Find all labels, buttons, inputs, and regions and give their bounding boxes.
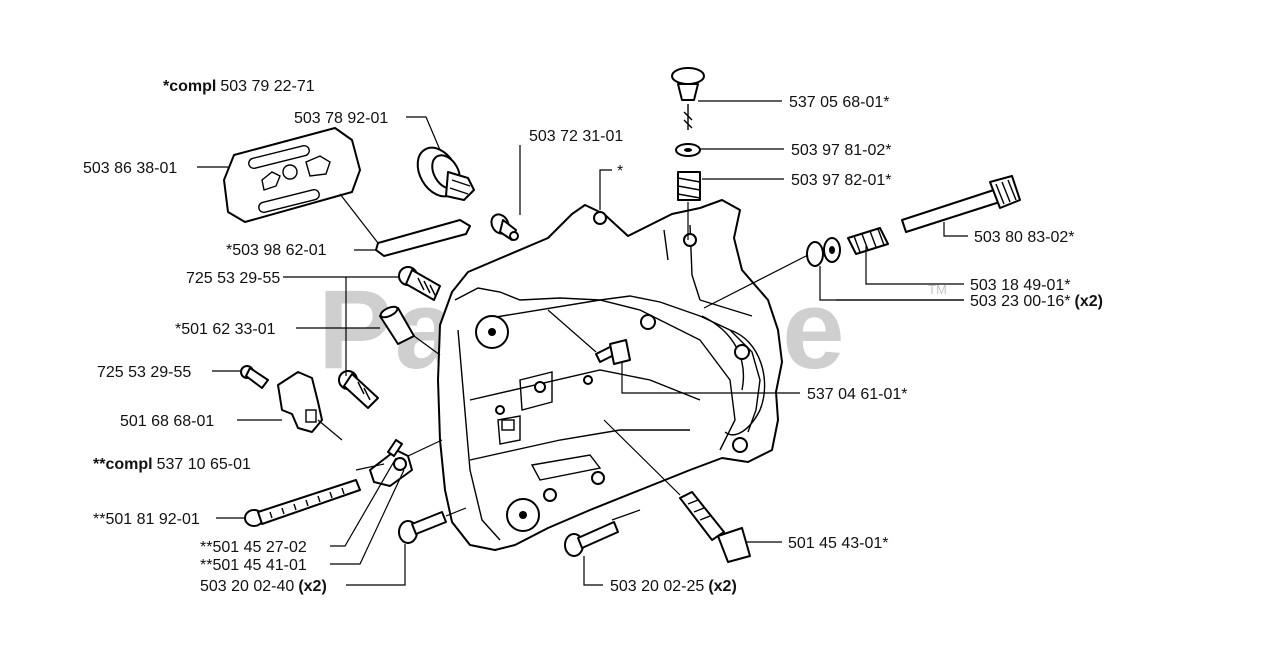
adjustment-screw-part[interactable] (679, 491, 751, 563)
adjuster-shaft-part[interactable] (901, 175, 1021, 233)
guide-plate-part[interactable] (223, 127, 361, 223)
label-501-45-43-01: 501 45 43-01* (788, 535, 889, 552)
label-503-80-83-02: 503 80 83-02* (974, 229, 1075, 246)
label-501-45-27-02: **501 45 27-02 (200, 539, 307, 556)
label-501-68-68-01: 501 68 68-01 (120, 413, 214, 430)
label-725-53-29-55-lower: 725 53 29-55 (97, 364, 191, 381)
clutch-cover-part[interactable] (437, 199, 783, 551)
watermark-trademark: TM (928, 282, 947, 297)
tensioner-slider-part[interactable] (369, 449, 413, 487)
label-503-72-31-01: 503 72 31-01 (529, 128, 623, 145)
cover-bolt-short-part[interactable] (564, 521, 619, 557)
label-501-62-33-01: *501 62 33-01 (175, 321, 276, 338)
label-503-97-81-02: 503 97 81-02* (791, 142, 892, 159)
cover-bolt-part[interactable] (398, 511, 447, 544)
bolt-upper-part[interactable] (398, 266, 441, 301)
label-503-20-02-25: 503 20 02-25(x2) (610, 578, 737, 595)
label-537-04-61-01: 537 04 61-01* (807, 386, 908, 403)
label-503-97-82-01: 503 97 82-01* (791, 172, 892, 189)
label-503-18-49-01: 503 18 49-01* (970, 277, 1071, 294)
chain-guide-strip-part[interactable] (375, 219, 471, 257)
bolt-lower-part[interactable] (338, 370, 379, 409)
label-503-78-92-01: 503 78 92-01 (294, 110, 388, 127)
bracket-part[interactable] (277, 371, 323, 433)
oil-nozzle-part[interactable] (595, 339, 631, 365)
label-asterisk: * (617, 163, 623, 180)
label-537-05-68-01: 537 05 68-01* (789, 94, 890, 111)
screw-small-part[interactable] (240, 365, 269, 389)
label-503-86-38-01: 503 86 38-01 (83, 160, 177, 177)
valve-washer-part[interactable] (675, 143, 701, 157)
tension-screw-part[interactable] (244, 479, 361, 527)
label-501-45-41-01: **501 45 41-01 (200, 557, 307, 574)
washer-pair-part[interactable] (806, 237, 841, 267)
label-503-23-00-16: 503 23 00-16*(x2) (970, 293, 1103, 310)
label-725-53-29-55-upper: 725 53 29-55 (186, 270, 280, 287)
valve-spring-part[interactable] (677, 171, 701, 201)
label-501-81-92-01: **501 81 92-01 (93, 511, 200, 528)
plug-part[interactable] (488, 211, 519, 241)
adjuster-spring-part[interactable] (847, 227, 889, 255)
label-503-20-02-40: 503 20 02-40(x2) (200, 578, 327, 595)
valve-needle-part[interactable] (683, 104, 693, 130)
leader-lines (197, 100, 968, 586)
valve-cap-part[interactable] (671, 67, 705, 101)
tensioner-pin-part[interactable] (387, 439, 403, 457)
label-503-98-62-01: *503 98 62-01 (226, 242, 327, 259)
oil-cap-part[interactable] (409, 140, 475, 203)
